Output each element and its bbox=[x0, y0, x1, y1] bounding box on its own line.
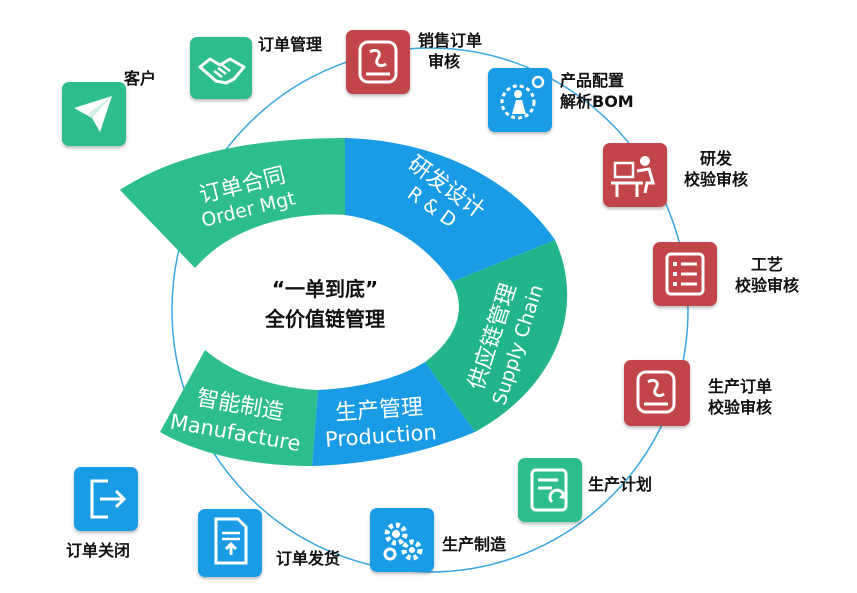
step-label-line: 生产制造 bbox=[442, 535, 507, 554]
step-order-mgmt-tile[interactable] bbox=[190, 37, 252, 99]
step-bom-tile[interactable] bbox=[488, 68, 552, 132]
step-customer-tile[interactable] bbox=[62, 82, 126, 146]
exit-icon bbox=[90, 479, 127, 519]
segment-manufacture bbox=[160, 350, 318, 466]
step-order-close-label: 订单关闭 bbox=[66, 540, 130, 561]
step-label-line: 校验审核 bbox=[707, 398, 772, 417]
gear-person-icon bbox=[500, 75, 545, 120]
step-process-review-tile[interactable] bbox=[653, 242, 717, 306]
step-label-line: 客户 bbox=[124, 69, 157, 88]
schedule-refresh-icon bbox=[530, 468, 568, 512]
document-check-icon bbox=[358, 40, 398, 84]
step-label-line: 生产计划 bbox=[588, 475, 653, 494]
value-chain-donut bbox=[120, 138, 568, 466]
step-label-line: 订单发货 bbox=[276, 549, 341, 568]
step-process-review-label: 工艺 校验审核 bbox=[722, 254, 812, 296]
step-label-line: 解析BOM bbox=[560, 92, 634, 111]
step-customer-label: 客户 bbox=[124, 68, 156, 89]
center-title-line1: “一单到底” bbox=[271, 277, 379, 301]
center-title: “一单到底” 全价值链管理 bbox=[240, 274, 410, 334]
step-shipping-tile[interactable] bbox=[198, 509, 262, 577]
shipping-document-icon bbox=[214, 517, 248, 565]
segment-production bbox=[312, 362, 475, 466]
segment-rnd bbox=[345, 138, 555, 282]
gears-icon bbox=[383, 522, 423, 561]
step-rnd-review-label: 研发 校验审核 bbox=[676, 148, 756, 190]
desk-worker-icon bbox=[611, 156, 655, 197]
step-rnd-review-tile[interactable] bbox=[603, 143, 667, 207]
step-production-plan-tile[interactable] bbox=[518, 458, 582, 522]
step-manufacturing-label: 生产制造 bbox=[442, 534, 506, 555]
center-title-line2: 全价值链管理 bbox=[265, 307, 385, 331]
step-label-line: 工艺 bbox=[750, 255, 783, 274]
step-label-line: 研发 bbox=[699, 149, 732, 168]
step-production-review-tile[interactable] bbox=[624, 360, 690, 426]
paper-plane-icon bbox=[74, 96, 112, 132]
step-label-line: 销售订单 bbox=[418, 31, 483, 50]
segment-production-cn: 生产管理 bbox=[334, 395, 424, 426]
checklist-icon bbox=[665, 252, 705, 296]
step-manufacturing-tile[interactable] bbox=[370, 508, 434, 572]
step-label-line: 校验审核 bbox=[683, 170, 748, 189]
outer-ring bbox=[171, 47, 689, 573]
document-check-icon bbox=[636, 370, 676, 414]
segment-supply bbox=[425, 240, 568, 432]
step-label-line: 订单关闭 bbox=[66, 541, 131, 560]
step-production-plan-label: 生产计划 bbox=[588, 474, 652, 495]
step-bom-label: 产品配置 解析BOM bbox=[560, 70, 634, 112]
step-order-close-tile[interactable] bbox=[74, 467, 138, 531]
step-label-line: 审核 bbox=[428, 52, 461, 71]
step-label-line: 生产订单 bbox=[707, 377, 772, 396]
step-label-line: 产品配置 bbox=[560, 71, 625, 90]
step-label-line: 订单管理 bbox=[258, 35, 323, 54]
step-sales-review-label: 销售订单 审核 bbox=[418, 30, 482, 72]
step-order-mgmt-label: 订单管理 bbox=[258, 34, 322, 55]
segment-order bbox=[120, 138, 345, 268]
step-shipping-label: 订单发货 bbox=[276, 548, 340, 569]
step-sales-review-tile[interactable] bbox=[346, 30, 410, 94]
step-label-line: 校验审核 bbox=[734, 276, 799, 295]
step-production-review-label: 生产订单 校验审核 bbox=[692, 376, 788, 418]
handshake-icon bbox=[198, 57, 246, 85]
